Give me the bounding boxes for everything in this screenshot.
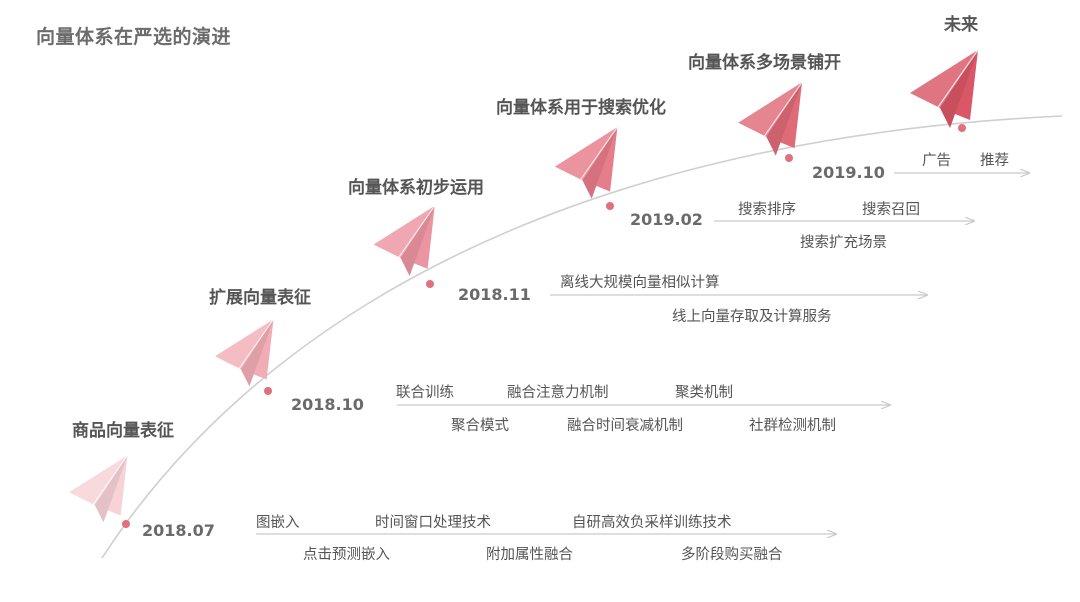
milestone-dot — [958, 124, 966, 132]
milestone-date: 2019.10 — [812, 163, 885, 182]
stage-title: 商品向量表征 — [72, 421, 174, 441]
paper-plane-icon — [215, 319, 274, 387]
technique-label: 推荐 — [980, 153, 1009, 169]
technique-label: 社群检测机制 — [749, 418, 836, 434]
technique-label: 点击预测嵌入 — [303, 547, 390, 563]
page-title: 向量体系在严选的演进 — [36, 26, 232, 48]
milestone-dot — [122, 520, 130, 528]
technique-label: 附加属性融合 — [486, 547, 573, 563]
paper-plane-icon — [738, 81, 803, 156]
technique-label: 融合时间衰减机制 — [567, 418, 683, 434]
milestone-date: 2018.11 — [458, 285, 531, 304]
technique-label: 搜索召回 — [862, 202, 920, 218]
stage-title: 向量体系多场景铺开 — [688, 53, 841, 73]
growth-curve — [101, 115, 1063, 559]
milestone-date: 2019.02 — [630, 210, 703, 229]
technique-label: 广告 — [922, 153, 951, 169]
stage-title: 向量体系用于搜索优化 — [496, 98, 666, 118]
paper-plane-icon — [69, 455, 128, 523]
technique-label: 图嵌入 — [256, 515, 300, 531]
milestone-dot — [264, 387, 272, 395]
stage-title: 未来 — [944, 15, 978, 35]
milestone-date: 2018.07 — [142, 521, 215, 540]
technique-label: 搜索扩充场景 — [800, 235, 887, 251]
paper-plane-icon — [373, 205, 436, 276]
technique-label: 聚类机制 — [675, 385, 733, 401]
technique-label: 联合训练 — [396, 385, 454, 401]
milestone-dot — [785, 154, 793, 162]
milestone-date: 2018.10 — [291, 395, 364, 414]
paper-plane-icon — [554, 126, 618, 199]
milestone-dot — [606, 202, 614, 210]
technique-label: 融合注意力机制 — [507, 385, 609, 401]
stage-title: 扩展向量表征 — [209, 288, 311, 308]
technique-label: 线上向量存取及计算服务 — [672, 309, 832, 325]
technique-label: 搜索排序 — [738, 202, 796, 218]
stage-title: 向量体系初步运用 — [348, 178, 484, 198]
technique-label: 聚合模式 — [451, 418, 509, 434]
technique-label: 时间窗口处理技术 — [375, 515, 491, 531]
technique-label: 多阶段购买融合 — [681, 547, 783, 563]
technique-label: 自研高效负采样训练技术 — [572, 515, 732, 531]
technique-label: 离线大规模向量相似计算 — [560, 275, 720, 291]
milestone-dot — [426, 280, 434, 288]
paper-plane-icon — [910, 49, 979, 128]
